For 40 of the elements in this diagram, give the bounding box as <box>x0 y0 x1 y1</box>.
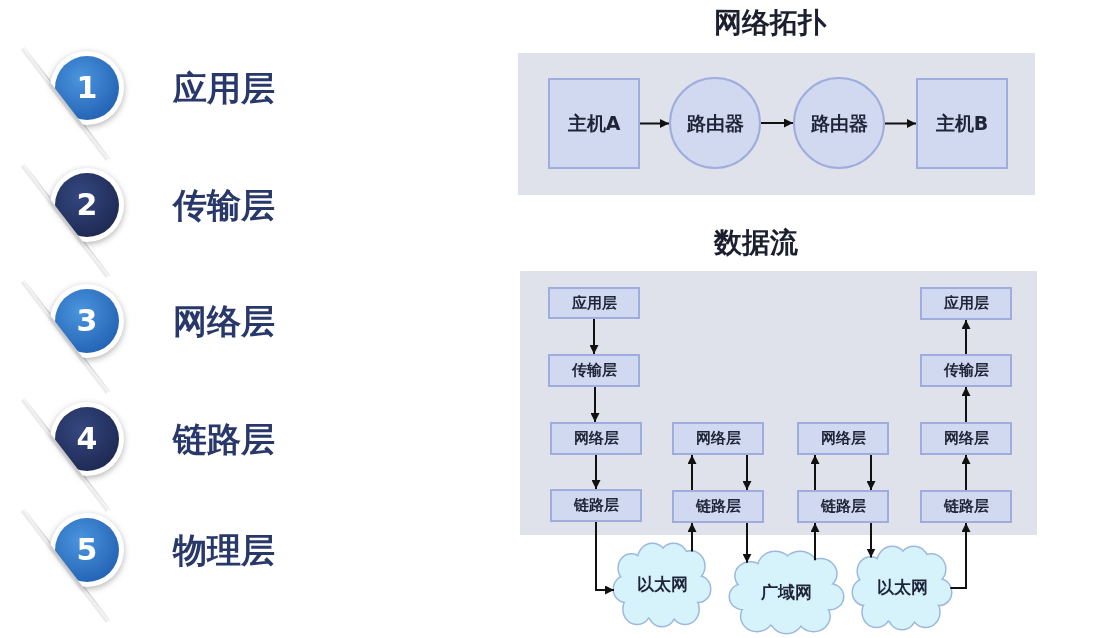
arrow <box>961 386 971 423</box>
layer-box: 网络层 <box>550 422 642 455</box>
layer-name: 链路层 <box>173 419 275 459</box>
host-box: 主机A <box>548 78 640 169</box>
layer-box: 网络层 <box>920 422 1012 455</box>
layer-box: 传输层 <box>920 354 1012 387</box>
arrow <box>866 522 876 559</box>
arrow <box>589 318 599 355</box>
arrow <box>961 319 971 355</box>
arrow <box>742 522 752 564</box>
host-box: 主机B <box>916 78 1008 169</box>
arrow <box>760 118 794 128</box>
layer-box: 传输层 <box>548 354 640 387</box>
arrow <box>949 522 971 589</box>
layer-box: 链路层 <box>797 490 889 523</box>
layer-box: 链路层 <box>550 489 642 522</box>
layer-box: 应用层 <box>548 287 640 319</box>
arrow <box>590 386 600 423</box>
arrow <box>961 454 971 491</box>
layer-name: 应用层 <box>173 68 275 108</box>
layer-name: 物理层 <box>173 530 275 570</box>
layer-box: 网络层 <box>797 422 889 455</box>
layer-box: 链路层 <box>920 490 1012 523</box>
arrow <box>639 119 670 128</box>
panel-title: 网络拓扑 <box>714 5 826 41</box>
layer-box: 网络层 <box>672 422 764 455</box>
arrow <box>742 454 752 491</box>
arrow <box>591 454 601 490</box>
layer-name: 网络层 <box>173 301 275 341</box>
panel-title: 数据流 <box>714 225 798 261</box>
layer-box: 应用层 <box>920 287 1012 320</box>
arrow <box>687 522 697 553</box>
arrow <box>687 454 697 491</box>
arrow <box>595 521 615 595</box>
arrow <box>810 522 820 562</box>
arrow <box>884 119 917 128</box>
arrow <box>866 454 876 491</box>
layer-name: 传输层 <box>173 185 275 225</box>
arrow <box>810 454 820 491</box>
layer-box: 链路层 <box>672 490 764 523</box>
